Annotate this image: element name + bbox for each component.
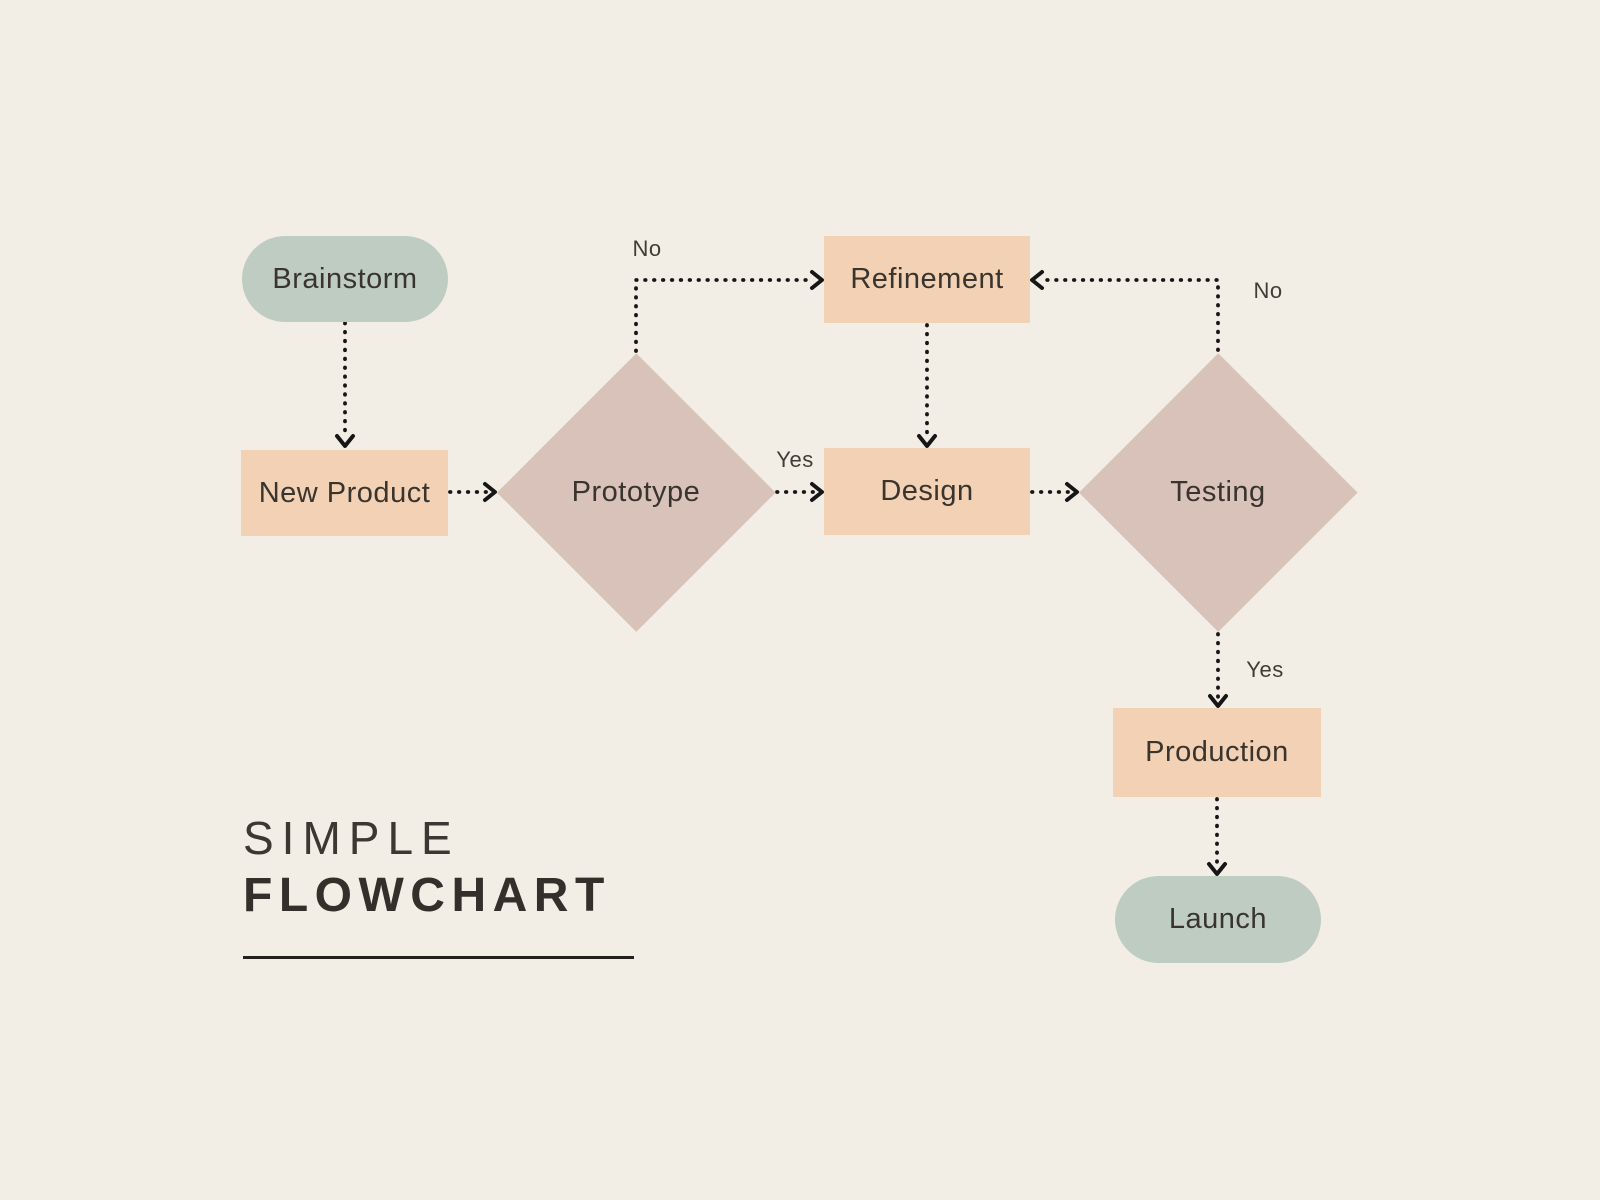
arrowhead-down-production bbox=[1208, 694, 1228, 708]
node-brainstorm: Brainstorm bbox=[242, 236, 448, 322]
node-production: Production bbox=[1113, 708, 1321, 797]
node-testing-label: Testing bbox=[1170, 475, 1266, 508]
connector-prototype-to-refinement bbox=[634, 278, 815, 353]
edge-label-testing-no: No bbox=[1253, 278, 1283, 303]
edge-label-prototype-yes: Yes bbox=[776, 447, 814, 472]
node-new-product: New Product bbox=[241, 450, 448, 536]
arrowhead-down-design bbox=[917, 434, 937, 448]
arrowhead-right-refinement bbox=[810, 270, 824, 290]
title-line-1: SIMPLE bbox=[243, 812, 460, 864]
node-prototype: Prototype bbox=[497, 353, 775, 631]
arrowhead-right-testing bbox=[1065, 482, 1079, 502]
title-underline bbox=[243, 956, 634, 959]
edge-label-prototype-no: No bbox=[632, 236, 662, 261]
node-production-label: Production bbox=[1145, 736, 1289, 768]
arrowhead-right-design bbox=[810, 482, 824, 502]
title-block: SIMPLE FLOWCHART bbox=[243, 812, 634, 959]
node-prototype-label: Prototype bbox=[571, 475, 701, 508]
node-testing: Testing bbox=[1079, 353, 1357, 631]
arrowhead-down-new-product bbox=[335, 434, 355, 448]
node-design-label: Design bbox=[880, 475, 974, 507]
title-line-2: FLOWCHART bbox=[243, 869, 611, 922]
node-launch: Launch bbox=[1115, 876, 1321, 963]
arrowhead-down-launch bbox=[1207, 862, 1227, 876]
node-design: Design bbox=[824, 448, 1030, 535]
node-launch-label: Launch bbox=[1168, 903, 1268, 935]
node-refinement-label: Refinement bbox=[850, 263, 1004, 295]
arrowhead-right-prototype bbox=[483, 482, 497, 502]
node-brainstorm-label: Brainstorm bbox=[272, 262, 418, 295]
node-refinement: Refinement bbox=[824, 236, 1030, 323]
node-new-product-label: New Product bbox=[258, 476, 431, 509]
arrowhead-left-refinement bbox=[1030, 270, 1044, 290]
connector-testing-to-refinement bbox=[1039, 278, 1220, 352]
edge-label-testing-yes: Yes bbox=[1246, 657, 1284, 682]
